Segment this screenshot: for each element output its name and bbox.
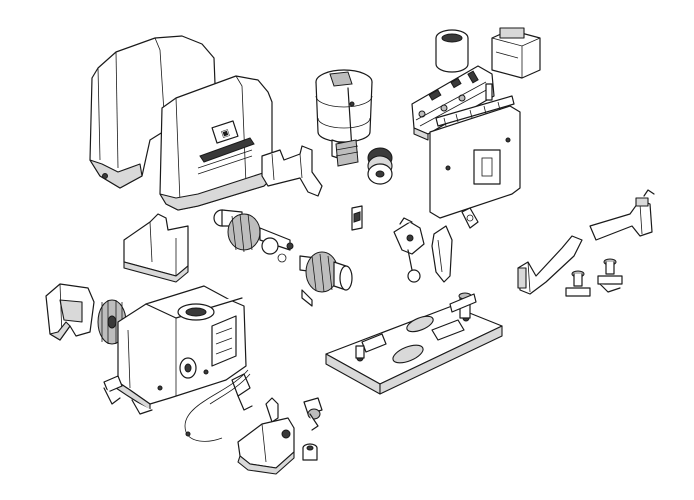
- pinion-guard: [45, 283, 95, 341]
- small-pin: [351, 205, 363, 231]
- control-board: [411, 65, 495, 141]
- second-stage-gear: [299, 251, 353, 307]
- board-mounting-plate: [429, 95, 521, 229]
- release-handle-cover: [237, 397, 295, 475]
- limit-switch-block: [123, 213, 189, 283]
- release-cable: [184, 369, 251, 442]
- limit-cam-left: [517, 235, 583, 295]
- electric-motor: [315, 69, 373, 167]
- cam-bolts: [565, 258, 623, 297]
- release-lever: [393, 217, 425, 283]
- cover-bracket: [261, 145, 323, 197]
- anchor-plate: [325, 292, 503, 395]
- capacitor: [435, 29, 469, 73]
- first-stage-worm-gear: [213, 209, 294, 263]
- outer-cover: [89, 35, 217, 189]
- limit-cam-right: [589, 189, 655, 241]
- drive-belt: [431, 225, 453, 283]
- lock-cylinder: [302, 397, 323, 461]
- transformer: [491, 27, 541, 79]
- motor-spacer-rings: [367, 147, 393, 185]
- svg-text:▣: ▣: [220, 128, 231, 140]
- gearbox-housing: [103, 285, 253, 415]
